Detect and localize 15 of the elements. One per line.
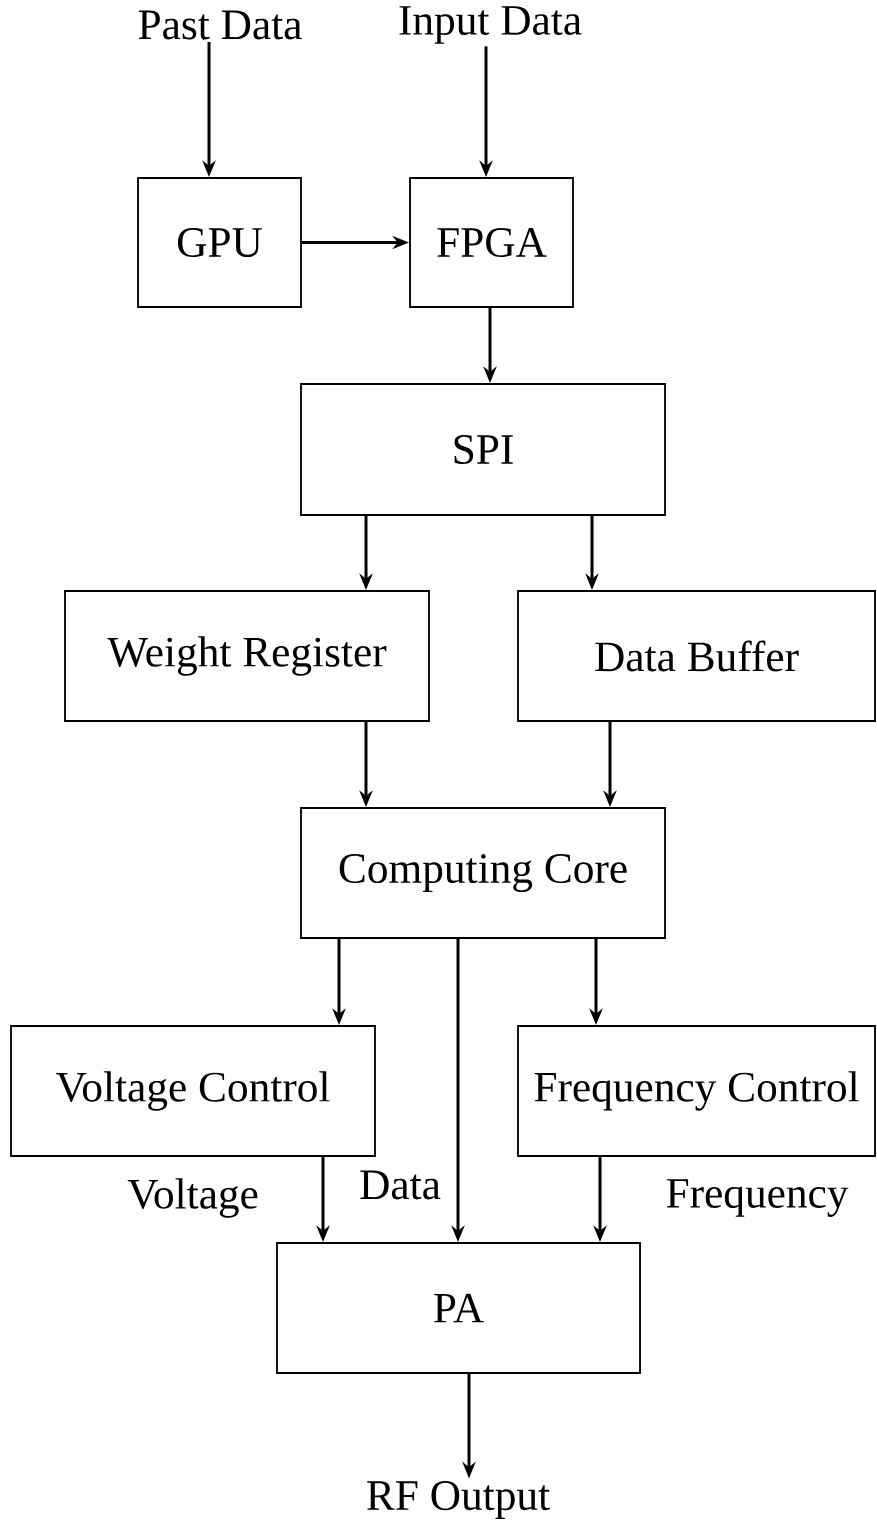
edge-label: Frequency (664, 1178, 850, 1219)
signal-label: RF Output (367, 1481, 550, 1519)
process-box: GPU (137, 177, 302, 308)
edge-label: Data (357, 1169, 443, 1201)
process-box: Computing Core (300, 807, 666, 939)
process-box: FPGA (409, 177, 574, 308)
process-box: Frequency Control (517, 1025, 876, 1157)
process-box: Data Buffer (517, 590, 876, 722)
process-box: Weight Register (64, 590, 430, 722)
signal-label: Input Data (399, 6, 582, 44)
signal-label: Past Data (138, 10, 302, 40)
process-box: PA (276, 1242, 641, 1374)
process-box: Voltage Control (10, 1025, 376, 1157)
process-box: SPI (300, 383, 666, 516)
edge-label: Voltage (126, 1177, 260, 1219)
